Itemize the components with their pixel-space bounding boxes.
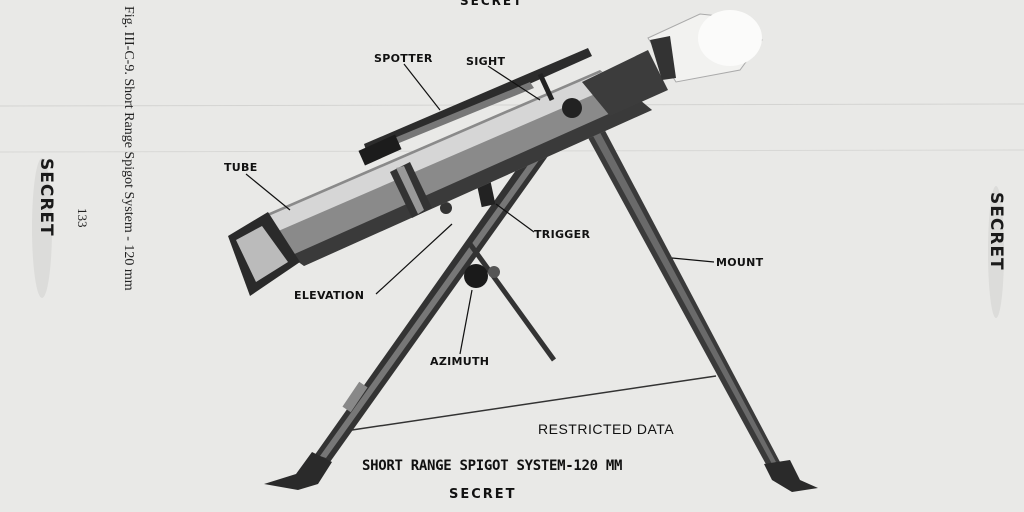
- label-spotter: SPOTTER: [374, 52, 433, 65]
- right-secret-stamp: SECRET: [986, 192, 1006, 271]
- leader-lines: [245, 63, 715, 355]
- mount-right-leg: [574, 106, 818, 492]
- label-trigger: TRIGGER: [534, 228, 591, 241]
- projectile-warhead: [647, 10, 763, 83]
- stabilizer-wire: [351, 375, 717, 431]
- restricted-data-label: RESTRICTED DATA: [538, 421, 675, 437]
- label-azimuth: AZIMUTH: [430, 355, 490, 368]
- figure-title: SHORT RANGE SPIGOT SYSTEM-120 MM: [362, 458, 623, 474]
- page-number: 133: [75, 208, 90, 228]
- azimuth-mechanism: [464, 242, 557, 362]
- bottom-classification: SECRET: [449, 487, 517, 502]
- top-classification: SECRET: [460, 0, 524, 8]
- mount-hub: [562, 98, 582, 118]
- label-tube: TUBE: [224, 161, 258, 174]
- tube: [228, 50, 668, 296]
- mount-left-leg: [264, 108, 578, 490]
- label-mount: MOUNT: [716, 256, 764, 269]
- spotter-sight-assembly: [358, 48, 592, 166]
- label-sight: SIGHT: [466, 55, 506, 68]
- figure-caption: Fig. III-C-9. Short Range Spigot System …: [121, 6, 136, 291]
- label-elevation: ELEVATION: [294, 289, 365, 302]
- left-secret-stamp: SECRET: [36, 158, 56, 237]
